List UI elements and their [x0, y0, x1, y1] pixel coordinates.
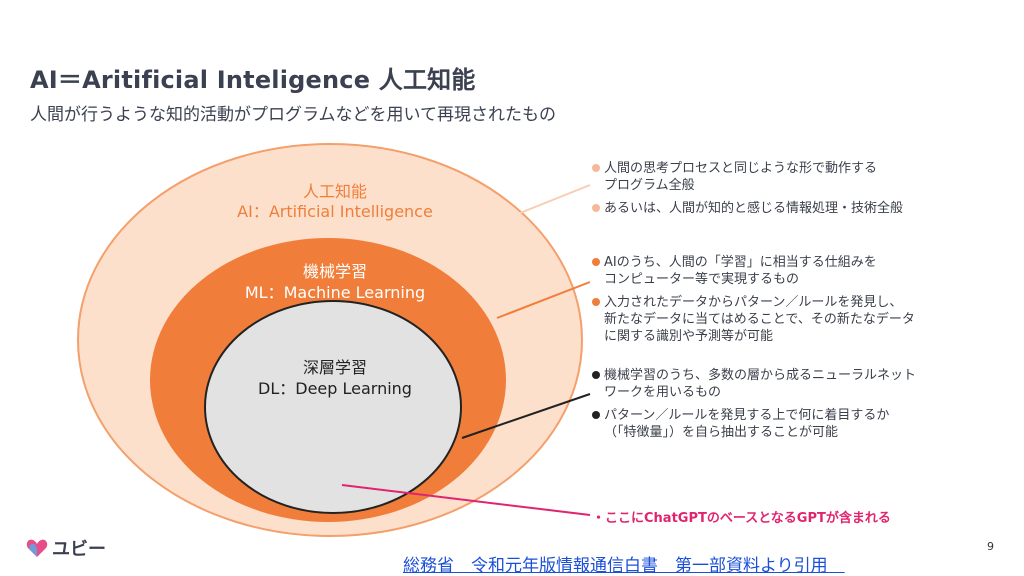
ai-annotation-item: あるいは、人間が知的と感じる情報処理・技術全般: [590, 200, 950, 217]
ai-label-jp: 人工知能: [303, 182, 367, 201]
annotation-line: 入力されたデータからパターン／ルールを発見し、: [604, 295, 903, 310]
ai-label-en: AI：Artificial Intelligence: [237, 202, 433, 221]
bullet-dot-icon: [592, 411, 600, 419]
ubie-logo: ユビー: [26, 535, 106, 561]
gpt-connector-line: [341, 484, 591, 516]
ml-annotation-item: AIのうち、人間の「学習」に相当する仕組みをコンピューター等で実現するもの: [590, 254, 950, 288]
bullet-dot-icon: [592, 371, 600, 379]
annotation-line: コンピューター等で実現するもの: [604, 272, 800, 287]
annotation-line: プログラム全般: [604, 178, 695, 193]
bullet-dot-icon: [592, 204, 600, 212]
dl-label-jp: 深層学習: [303, 358, 367, 377]
bullet-dot-icon: [592, 258, 600, 266]
ml-annotation-item: 入力されたデータからパターン／ルールを発見し、新たなデータに当てはめることで、そ…: [590, 294, 950, 345]
ml-connector-line: [496, 281, 591, 319]
ml-label-en: ML：Machine Learning: [245, 283, 425, 302]
annotation-line: AIのうち、人間の「学習」に相当する仕組みを: [604, 255, 877, 270]
dl-annotation-item: 機械学習のうち、多数の層から成るニューラルネットワークを用いるもの: [590, 367, 950, 401]
dl-annotation-item: パターン／ルールを発見する上で何に着目するか （「特徴量」）を自ら抽出することが可…: [590, 407, 950, 441]
ai-annotations: 人間の思考プロセスと同じような形で動作するプログラム全般あるいは、人間が知的と感…: [590, 160, 950, 223]
annotation-line: （「特徴量」）を自ら抽出することが可能: [604, 425, 839, 440]
page-number: 9: [987, 540, 994, 553]
page-title: AI＝Aritificial Inteligence 人工知能: [30, 66, 476, 94]
dl-annotations: 機械学習のうち、多数の層から成るニューラルネットワークを用いるものパターン／ルー…: [590, 367, 950, 447]
bullet-dot-icon: [592, 298, 600, 306]
page-subtitle: 人間が行うような知的活動がプログラムなどを用いて再現されたもの: [30, 105, 556, 125]
ai-annotation-item: 人間の思考プロセスと同じような形で動作するプログラム全般: [590, 160, 950, 194]
annotation-line: パターン／ルールを発見する上で何に着目するか: [604, 408, 890, 423]
annotation-line: に関する識別や予測等が可能: [604, 329, 774, 344]
logo-text: ユビー: [52, 539, 106, 560]
dl-connector-line: [461, 393, 591, 439]
annotation-line: 新たなデータに当てはめることで、その新たなデータ: [604, 312, 915, 327]
gpt-note: ・ここにChatGPTのベースとなるGPTが含まれる: [592, 511, 891, 526]
ai-connector-line: [519, 184, 591, 214]
annotation-line: 機械学習のうち、多数の層から成るニューラルネット: [604, 368, 917, 383]
heart-logo-icon: [26, 539, 48, 557]
ml-annotations: AIのうち、人間の「学習」に相当する仕組みをコンピューター等で実現するもの入力さ…: [590, 254, 950, 351]
annotation-line: あるいは、人間が知的と感じる情報処理・技術全般: [604, 201, 904, 216]
citation-link[interactable]: 総務省 令和元年版情報通信白書 第一部資料より引用: [403, 556, 845, 576]
dl-ellipse: [204, 300, 462, 514]
ml-label-jp: 機械学習: [303, 262, 367, 281]
annotation-line: ワークを用いるもの: [604, 385, 722, 400]
bullet-dot-icon: [592, 164, 600, 172]
annotation-line: 人間の思考プロセスと同じような形で動作する: [604, 161, 878, 176]
dl-label-en: DL：Deep Learning: [258, 379, 412, 398]
